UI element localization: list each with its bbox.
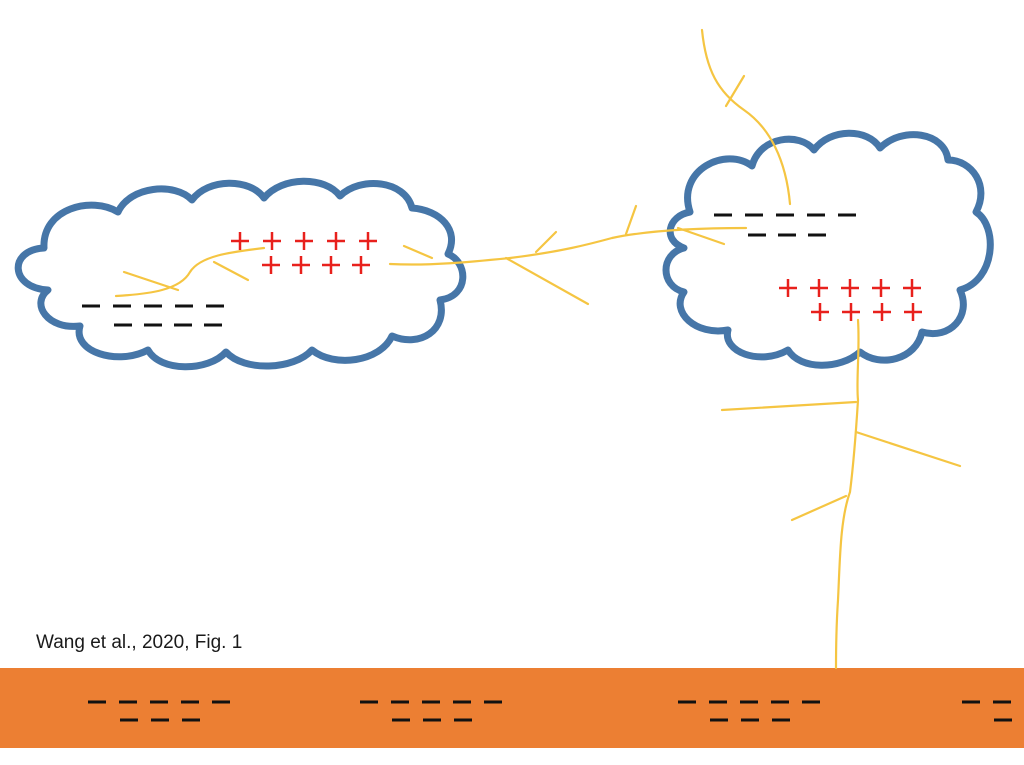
- positive-charge: [352, 256, 370, 274]
- positive-charge: [322, 256, 340, 274]
- positive-charge: [873, 303, 891, 321]
- positive-charge: [359, 232, 377, 250]
- positive-charge: [263, 232, 281, 250]
- figure-caption: Wang et al., 2020, Fig. 1: [36, 632, 243, 653]
- lightning-branch: [854, 430, 962, 468]
- lightning-branch: [122, 270, 180, 292]
- positive-charge: [231, 232, 249, 250]
- lightning-branch: [402, 244, 434, 260]
- positive-charge: [872, 279, 890, 297]
- lightning-branch: [504, 256, 590, 306]
- lightning-branch: [624, 204, 638, 236]
- ground: [0, 668, 1024, 748]
- positive-charge: [292, 256, 310, 274]
- positive-charge: [779, 279, 797, 297]
- positive-charge: [262, 256, 280, 274]
- positive-charge: [903, 279, 921, 297]
- charge-marks: [82, 213, 1012, 722]
- positive-charge: [842, 303, 860, 321]
- lightning-upward: [700, 28, 792, 206]
- positive-charge: [810, 279, 828, 297]
- lightning-cloud-to-ground: [834, 318, 860, 670]
- lightning-branch: [724, 74, 746, 108]
- lightning-branch: [212, 260, 250, 282]
- right-cloud: [662, 129, 994, 369]
- lightning-intracloud-left: [114, 246, 266, 298]
- left-cloud: [14, 177, 467, 371]
- lightning-branch: [720, 400, 858, 412]
- lightning-branch: [790, 494, 848, 522]
- positive-charge: [811, 303, 829, 321]
- positive-charge: [841, 279, 859, 297]
- positive-charge: [295, 232, 313, 250]
- lightning-branch: [534, 230, 558, 254]
- positive-charge: [327, 232, 345, 250]
- lightning-group: [114, 28, 962, 670]
- positive-charge: [904, 303, 922, 321]
- lightning-branch: [676, 226, 726, 246]
